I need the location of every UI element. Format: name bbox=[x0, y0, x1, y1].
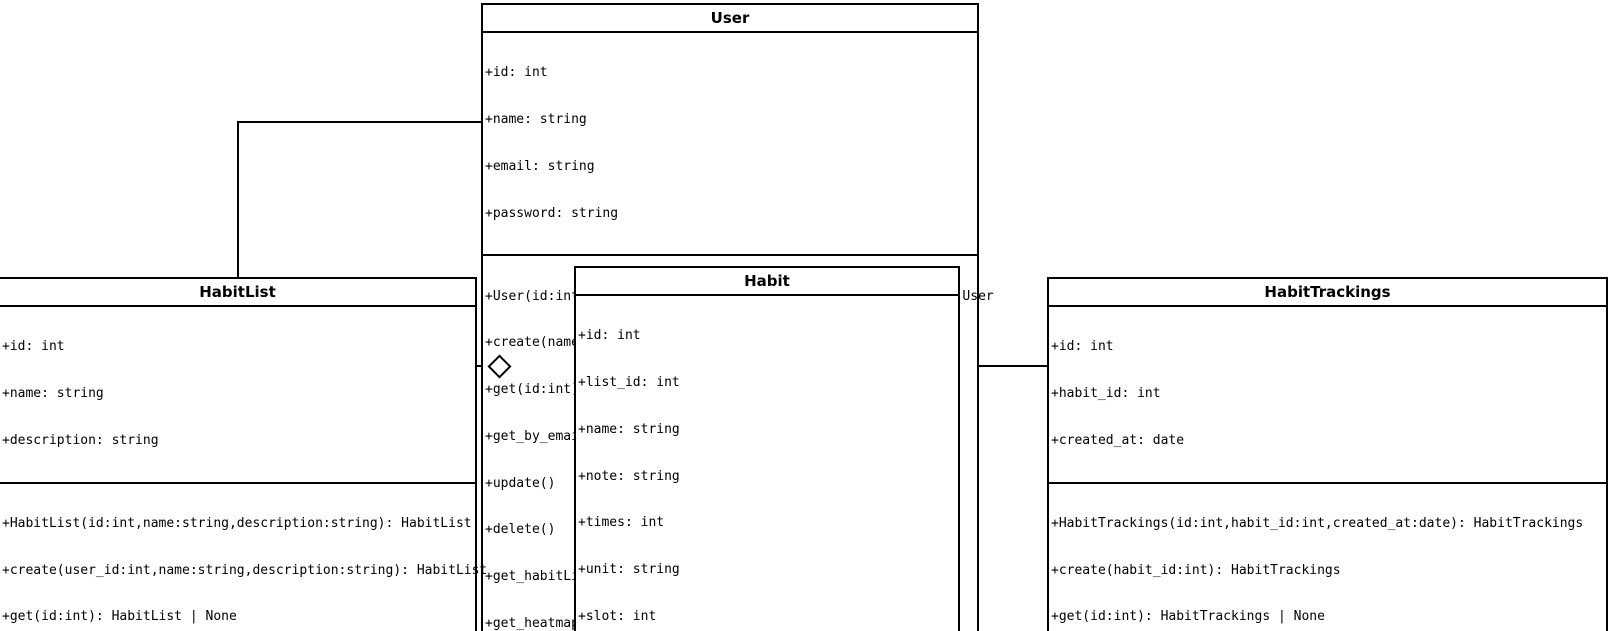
attribute-row: +unit: string bbox=[578, 562, 680, 578]
class-title-user: User bbox=[483, 5, 977, 33]
edge-habit-habittrackings bbox=[958, 365, 1049, 367]
class-title-habittrackings: HabitTrackings bbox=[1049, 279, 1606, 307]
attribute-row: +email: string bbox=[485, 158, 595, 174]
attribute-row: +name: string bbox=[2, 385, 104, 401]
class-box-habit[interactable]: Habit +id: int +list_id: int +name: stri… bbox=[574, 266, 960, 631]
class-attributes-habit: +id: int +list_id: int +name: string +no… bbox=[576, 296, 958, 631]
method-row: +create(habit_id:int): HabitTrackings bbox=[1051, 562, 1341, 578]
class-attributes-habitlist: +id: int +name: string +description: str… bbox=[0, 307, 475, 484]
class-box-habitlist[interactable]: HabitList +id: int +name: string +descri… bbox=[0, 277, 488, 631]
method-row: +get(id:int): HabitList | None bbox=[2, 609, 237, 625]
edge-user-habitlist-vertical bbox=[237, 121, 239, 278]
attribute-row: +password: string bbox=[485, 205, 619, 221]
attribute-row: +name: string bbox=[485, 111, 587, 127]
attribute-row: +id: int bbox=[2, 339, 65, 355]
class-methods-habittrackings: +HabitTrackings(id:int,habit_id:int,crea… bbox=[1049, 484, 1606, 631]
attribute-row: +id: int bbox=[1051, 339, 1114, 355]
class-box-habittrackings[interactable]: HabitTrackings +id: int +habit_id: int +… bbox=[1047, 277, 1608, 631]
class-methods-habitlist: +HabitList(id:int,name:string,descriptio… bbox=[0, 484, 488, 631]
method-row: +get(id:int): HabitTrackings | None bbox=[1051, 609, 1325, 625]
method-row: +create(user_id:int,name:string,descript… bbox=[2, 562, 488, 578]
method-row: +delete() bbox=[485, 522, 556, 538]
method-row: +HabitList(id:int,name:string,descriptio… bbox=[2, 515, 472, 531]
attribute-row: +id: int bbox=[578, 328, 641, 344]
attribute-row: +times: int bbox=[578, 515, 665, 531]
attribute-row: +habit_id: int bbox=[1051, 385, 1161, 401]
attribute-row: +note: string bbox=[578, 468, 680, 484]
method-row: +HabitTrackings(id:int,habit_id:int,crea… bbox=[1051, 515, 1584, 531]
attribute-row: +id: int bbox=[485, 65, 548, 81]
attribute-row: +description: string bbox=[2, 432, 159, 448]
attribute-row: +list_id: int bbox=[578, 374, 680, 390]
class-title-habit: Habit bbox=[576, 268, 958, 296]
edge-user-habitlist-horizontal bbox=[237, 121, 482, 123]
class-attributes-habittrackings: +id: int +habit_id: int +created_at: dat… bbox=[1049, 307, 1606, 484]
attribute-row: +created_at: date bbox=[1051, 432, 1185, 448]
attribute-row: +name: string bbox=[578, 421, 680, 437]
attribute-row: +slot: int bbox=[578, 608, 657, 624]
class-title-habitlist: HabitList bbox=[0, 279, 475, 307]
class-attributes-user: +id: int +name: string +email: string +p… bbox=[483, 33, 977, 257]
method-row: +update() bbox=[485, 475, 556, 491]
